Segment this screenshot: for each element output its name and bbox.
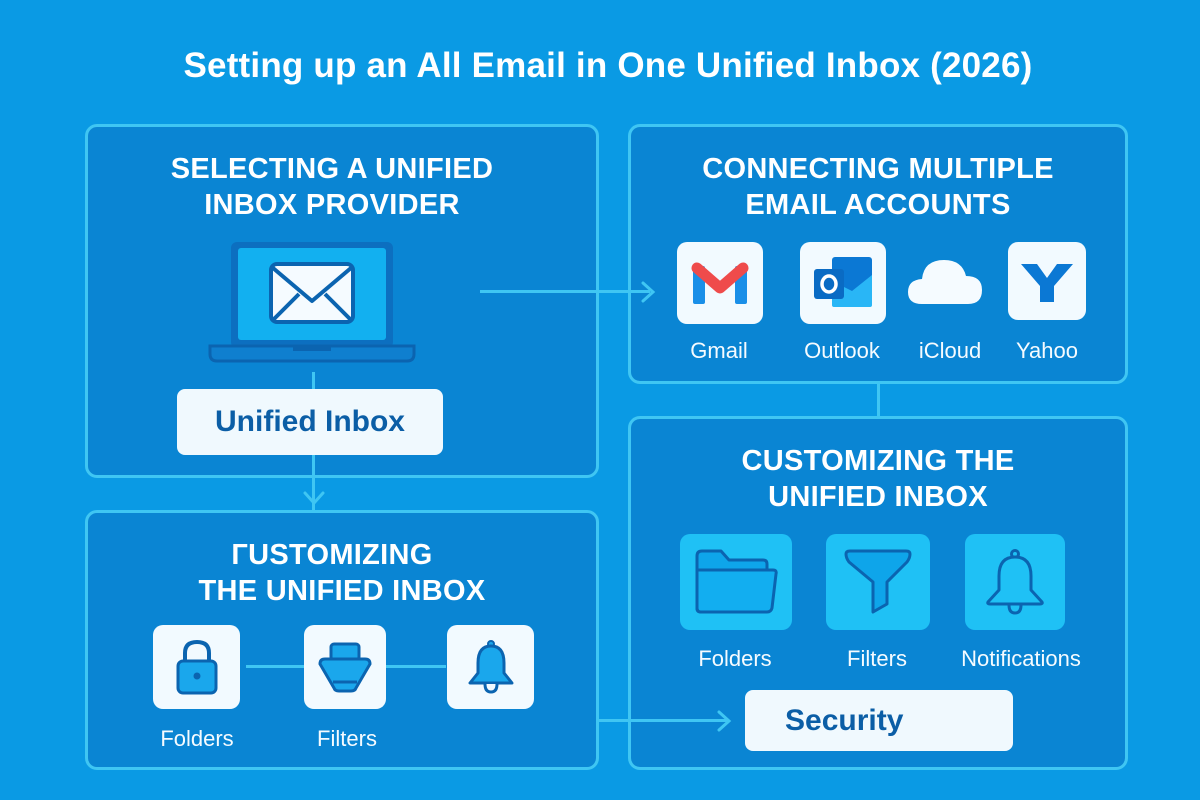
cloud-icon: [908, 260, 982, 304]
connector-filter-to-bell: [384, 665, 446, 668]
notifications-tile[interactable]: [965, 534, 1065, 630]
filters-tile[interactable]: [304, 625, 386, 709]
yahoo-icon: [1021, 264, 1073, 302]
folders-tile[interactable]: [680, 534, 792, 630]
bell-outline-icon: [986, 549, 1044, 615]
unified-inbox-label: Unified Inbox: [215, 405, 405, 438]
funnel-icon: [844, 549, 912, 614]
security-button[interactable]: Security: [745, 690, 1013, 751]
yahoo-label: Yahoo: [1016, 338, 1078, 363]
notifications-label: Notifications: [961, 646, 1081, 671]
gmail-icon: [691, 262, 749, 304]
outlook-label: Outlook: [804, 338, 880, 363]
connector-lock-to-filter: [246, 665, 306, 668]
folders-lock-tile[interactable]: [153, 625, 240, 709]
panel-title-line2: INBOX PROVIDER: [204, 189, 460, 221]
panel-title-line2: THE UNIFIED INBOX: [198, 575, 486, 607]
arrow-right-icon: [717, 710, 732, 732]
filter-icon: [318, 642, 372, 693]
connector-customize-to-security: [598, 719, 728, 722]
panel-title-line1: ГUSTOMIZING: [231, 539, 433, 571]
connector-accounts-to-customize: [877, 384, 880, 418]
icloud-label: iCloud: [918, 338, 982, 363]
panel-title-line1: CONNECTING MULTIPLE: [702, 153, 1054, 185]
arrow-down-icon: [303, 491, 325, 506]
panel-title-line1: CUSTOMIZING THE: [741, 445, 1015, 477]
folders-label: Folders: [698, 646, 772, 671]
laptop-envelope-icon: [208, 242, 416, 363]
bell-icon: [468, 640, 513, 694]
filters-label: Filters: [847, 646, 907, 671]
panel-title-line1: SELECTING A UNIFIED: [170, 153, 494, 185]
notifications-bell-tile[interactable]: [447, 625, 534, 709]
outlook-tile[interactable]: [800, 242, 886, 324]
lock-icon: [176, 639, 217, 695]
icloud-tile[interactable]: [906, 252, 986, 312]
folders-label: Folders: [160, 726, 234, 751]
gmail-label: Gmail: [690, 338, 748, 363]
filters-tile[interactable]: [826, 534, 930, 630]
panel-title-line2: UNIFIED INBOX: [768, 481, 988, 513]
security-label: Security: [785, 703, 904, 737]
unified-inbox-button[interactable]: Unified Inbox: [177, 389, 443, 455]
page-title: Setting up an All Email in One Unified I…: [183, 46, 1033, 85]
connector-provider-to-accounts: [480, 290, 650, 293]
gmail-tile[interactable]: [677, 242, 763, 324]
folder-icon: [695, 549, 778, 614]
yahoo-tile[interactable]: [1008, 242, 1086, 320]
outlook-icon: [814, 257, 872, 307]
arrow-right-icon: [641, 281, 656, 303]
filters-label: Filters: [317, 726, 377, 751]
panel-title-line2: EMAIL ACCOUNTS: [745, 189, 1011, 221]
